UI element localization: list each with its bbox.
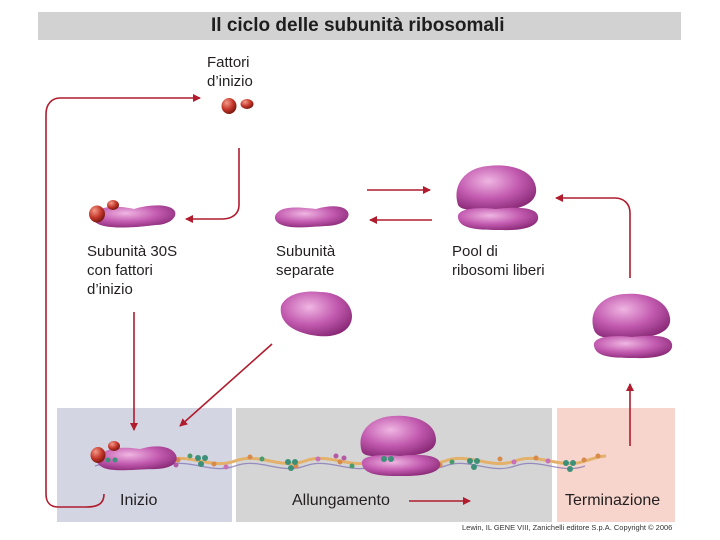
title-bar [38, 12, 681, 40]
release-to-pool-arrow [555, 194, 631, 278]
label-initiation-factors: Fattori d’inizio [207, 54, 253, 90]
initiation-complex [90, 441, 177, 471]
label-free-ribosome-pool: Pool di ribosomi liberi [452, 243, 545, 279]
termination-panel [557, 408, 675, 522]
free-ribosome [456, 165, 539, 231]
30s-subunit-with-factors [89, 200, 176, 228]
elongating-ribosome [360, 415, 441, 476]
label-separate-subunits: Subunità separate [276, 243, 336, 279]
label-30s-subunit: Subunità 30S con fattori d’inizio [87, 243, 178, 298]
50s-to-initiation-arrow [179, 343, 273, 427]
large-subunit-separate [280, 291, 352, 337]
released-ribosome [592, 293, 673, 359]
recycle-arrow-to-factors [45, 94, 201, 508]
copyright-credit: Lewin, IL GENE VIII, Zanichelli editore … [462, 523, 673, 532]
small-subunit-separate [274, 206, 349, 228]
stage-initiation-label: Inizio [120, 492, 158, 509]
diagram-title: Il ciclo delle subunità ribosomali [211, 15, 505, 36]
initiation-factors [221, 98, 254, 114]
stage-termination-label: Terminazione [565, 492, 661, 509]
factors-to-30s-arrow [185, 148, 240, 223]
cycle-arrows [45, 94, 634, 508]
stage-elongation-label: Allungamento [292, 492, 390, 509]
